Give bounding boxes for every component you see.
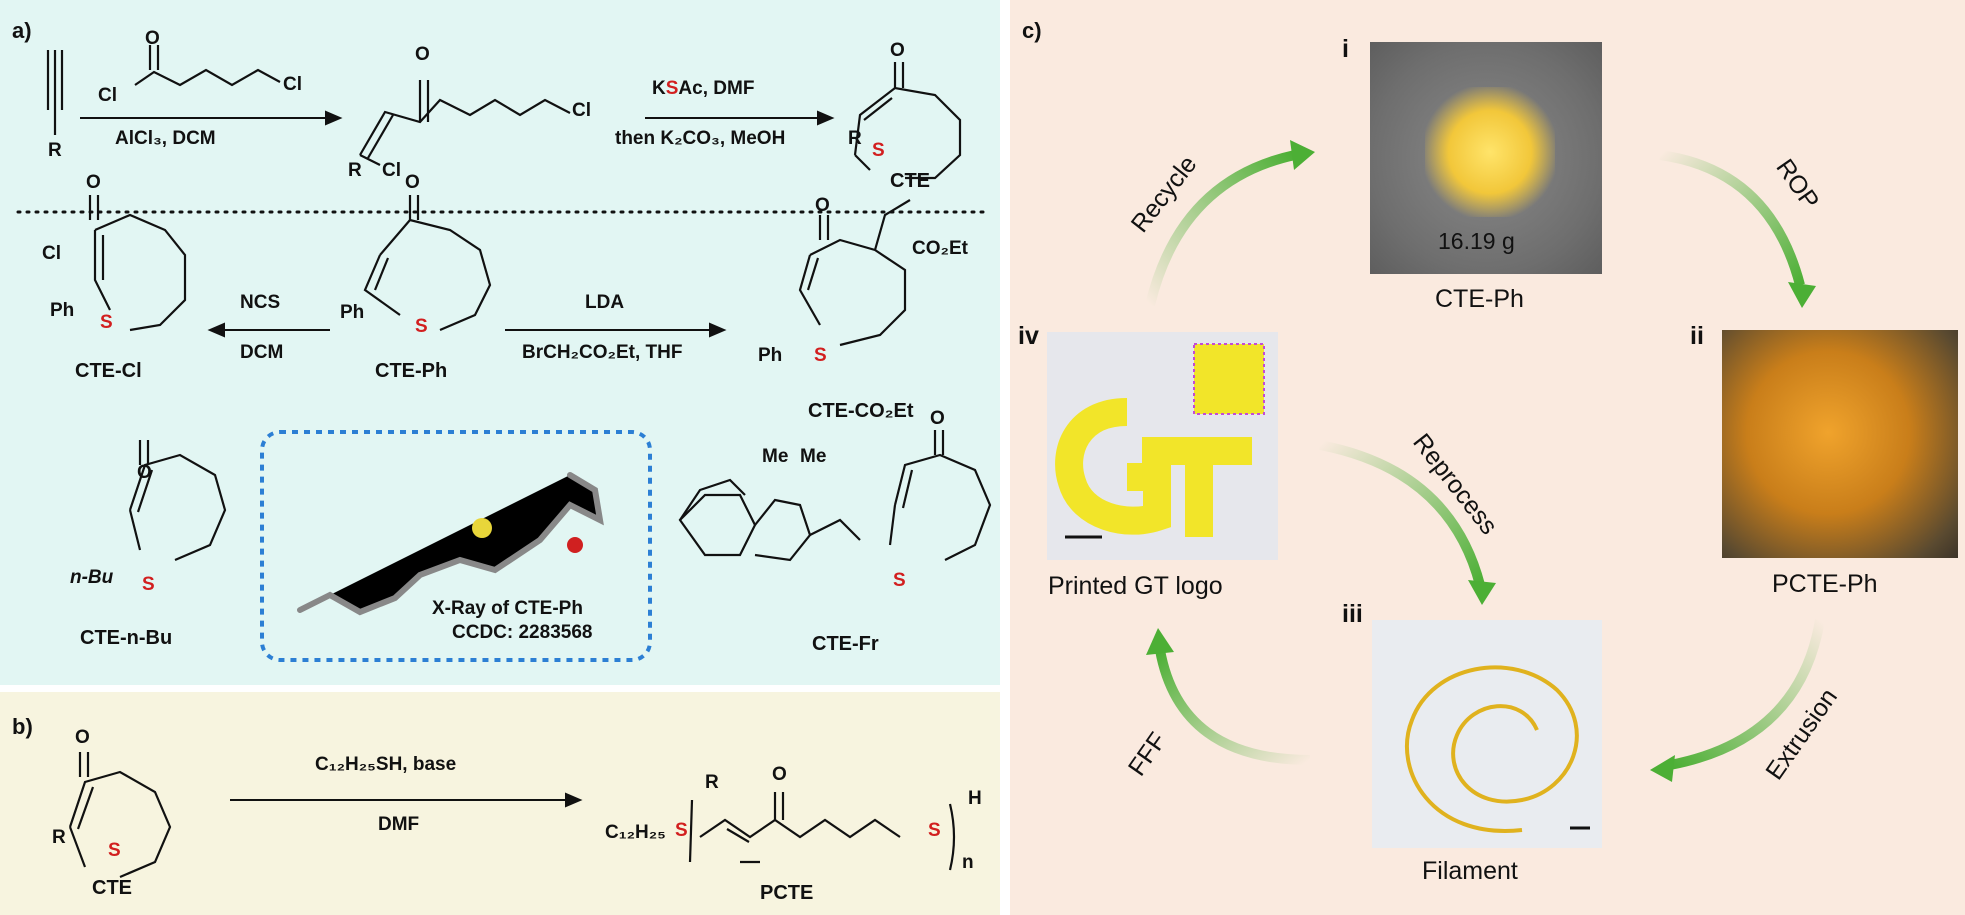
caption-pcte-ph: PCTE-Ph	[1772, 570, 1878, 598]
atom-o: O	[815, 195, 830, 216]
atom-s: S	[893, 570, 906, 591]
atom-r: R	[52, 827, 66, 848]
step2-conditions-bottom: then K₂CO₃, MeOH	[615, 128, 786, 149]
lda-top: LDA	[585, 292, 625, 313]
cycle-arrows	[1145, 140, 1825, 782]
caption-cte-ph: CTE-Ph	[1435, 285, 1524, 313]
arrow-fff-head	[1146, 628, 1174, 655]
mass-label: 16.19 g	[1438, 228, 1515, 254]
panel-a-label: a)	[12, 18, 32, 43]
panel-b-structures	[68, 752, 956, 879]
atom-s: S	[415, 316, 428, 337]
ncs-bottom: DCM	[240, 342, 284, 363]
stage-iv-numeral: iv	[1018, 322, 1039, 350]
label-reactant-cte: CTE	[92, 877, 132, 899]
atom-h: H	[968, 788, 982, 809]
atom-ph: Ph	[340, 302, 365, 323]
photo-pcte-ph	[1722, 330, 1958, 558]
atom-s: S	[108, 840, 121, 861]
panel-b: b) O R S CTE C₁₂H₂₅SH, base DMF C₁₂H₂₅ S…	[0, 692, 1000, 915]
atom-r: R	[848, 128, 862, 149]
atom-s: S	[100, 312, 113, 333]
atom-s: S	[142, 574, 155, 595]
panel-c-label: c)	[1022, 18, 1042, 43]
caption-gt-logo: Printed GT logo	[1048, 572, 1223, 600]
label-cte-co2et: CTE-CO₂Et	[808, 400, 914, 422]
atom-cl: Cl	[283, 74, 302, 95]
atom-nbu: n-Bu	[70, 567, 114, 588]
stage-ii-numeral: ii	[1690, 322, 1704, 350]
panel-b-label: b)	[12, 714, 33, 739]
subscript-n: n	[962, 852, 974, 873]
atom-me: Me	[800, 446, 827, 467]
atom-o: O	[772, 764, 787, 785]
filament-coil	[1405, 665, 1590, 833]
atom-co2et: CO₂Et	[912, 238, 968, 259]
xray-caption: X-Ray of CTE-Ph	[432, 598, 583, 619]
photo-gt-logo	[1047, 332, 1278, 560]
panel-a-structures	[16, 45, 992, 662]
atom-s: S	[872, 140, 885, 161]
atom-ph: Ph	[50, 300, 75, 321]
xray-model	[297, 472, 604, 616]
atom-s: S	[928, 820, 941, 841]
label-cte-cl: CTE-Cl	[75, 360, 142, 382]
atom-o: O	[415, 44, 430, 65]
thiol-conditions: C₁₂H₂₅SH, base	[315, 754, 457, 775]
label-cte-nbu: CTE-n-Bu	[80, 627, 173, 649]
atom-o: O	[75, 727, 90, 748]
atom-o: O	[890, 40, 905, 61]
atom-r: R	[48, 140, 62, 161]
step1-conditions: AlCl₃, DCM	[115, 128, 216, 149]
label-product-pcte: PCTE	[760, 882, 814, 904]
atom-me: Me	[762, 446, 789, 467]
stage-i-numeral: i	[1342, 35, 1349, 63]
gt-logo	[1055, 343, 1265, 539]
atom-cl: Cl	[98, 85, 117, 106]
lda-bottom: BrCH₂CO₂Et, THF	[522, 342, 683, 363]
panel-c: c) i 16.19 g CTE-Ph ii PCTE-Ph iii Filam…	[1010, 0, 1965, 915]
atom-o: O	[405, 172, 420, 193]
atom-cl: Cl	[42, 243, 61, 264]
arrow-extrusion-head	[1650, 755, 1675, 782]
atom-cl: Cl	[382, 160, 401, 181]
atom-o: O	[86, 172, 101, 193]
atom-o: O	[137, 462, 152, 483]
panel-a: a)	[0, 0, 1000, 685]
atom-o: O	[930, 408, 945, 429]
atom-o: O	[145, 28, 160, 49]
label-cte-fr: CTE-Fr	[812, 633, 879, 655]
label-cte: CTE	[890, 170, 930, 192]
crystals-image	[1425, 87, 1555, 217]
atom-s: S	[675, 820, 688, 841]
atom-ph: Ph	[758, 345, 783, 366]
atom-r: R	[348, 160, 362, 181]
atom-cl: Cl	[572, 100, 591, 121]
arrow-reprocess-head	[1468, 580, 1496, 605]
atom-s: S	[814, 345, 827, 366]
atom-r: R	[705, 772, 719, 793]
photo-cte-ph: 16.19 g	[1370, 42, 1602, 274]
ncs-top: NCS	[240, 292, 281, 313]
arrow-recycle-head	[1290, 140, 1315, 170]
arrow-rop-head	[1788, 282, 1816, 308]
photo-filament	[1372, 620, 1602, 848]
xray-ccdc: CCDC: 2283568	[452, 622, 593, 643]
step2-conditions-top: KSAc, DMF	[652, 78, 755, 99]
thiol-solvent: DMF	[378, 814, 420, 835]
end-group: C₁₂H₂₅	[605, 822, 666, 843]
stage-iii-numeral: iii	[1342, 600, 1363, 628]
caption-filament: Filament	[1422, 857, 1518, 885]
label-cte-ph: CTE-Ph	[375, 360, 448, 382]
